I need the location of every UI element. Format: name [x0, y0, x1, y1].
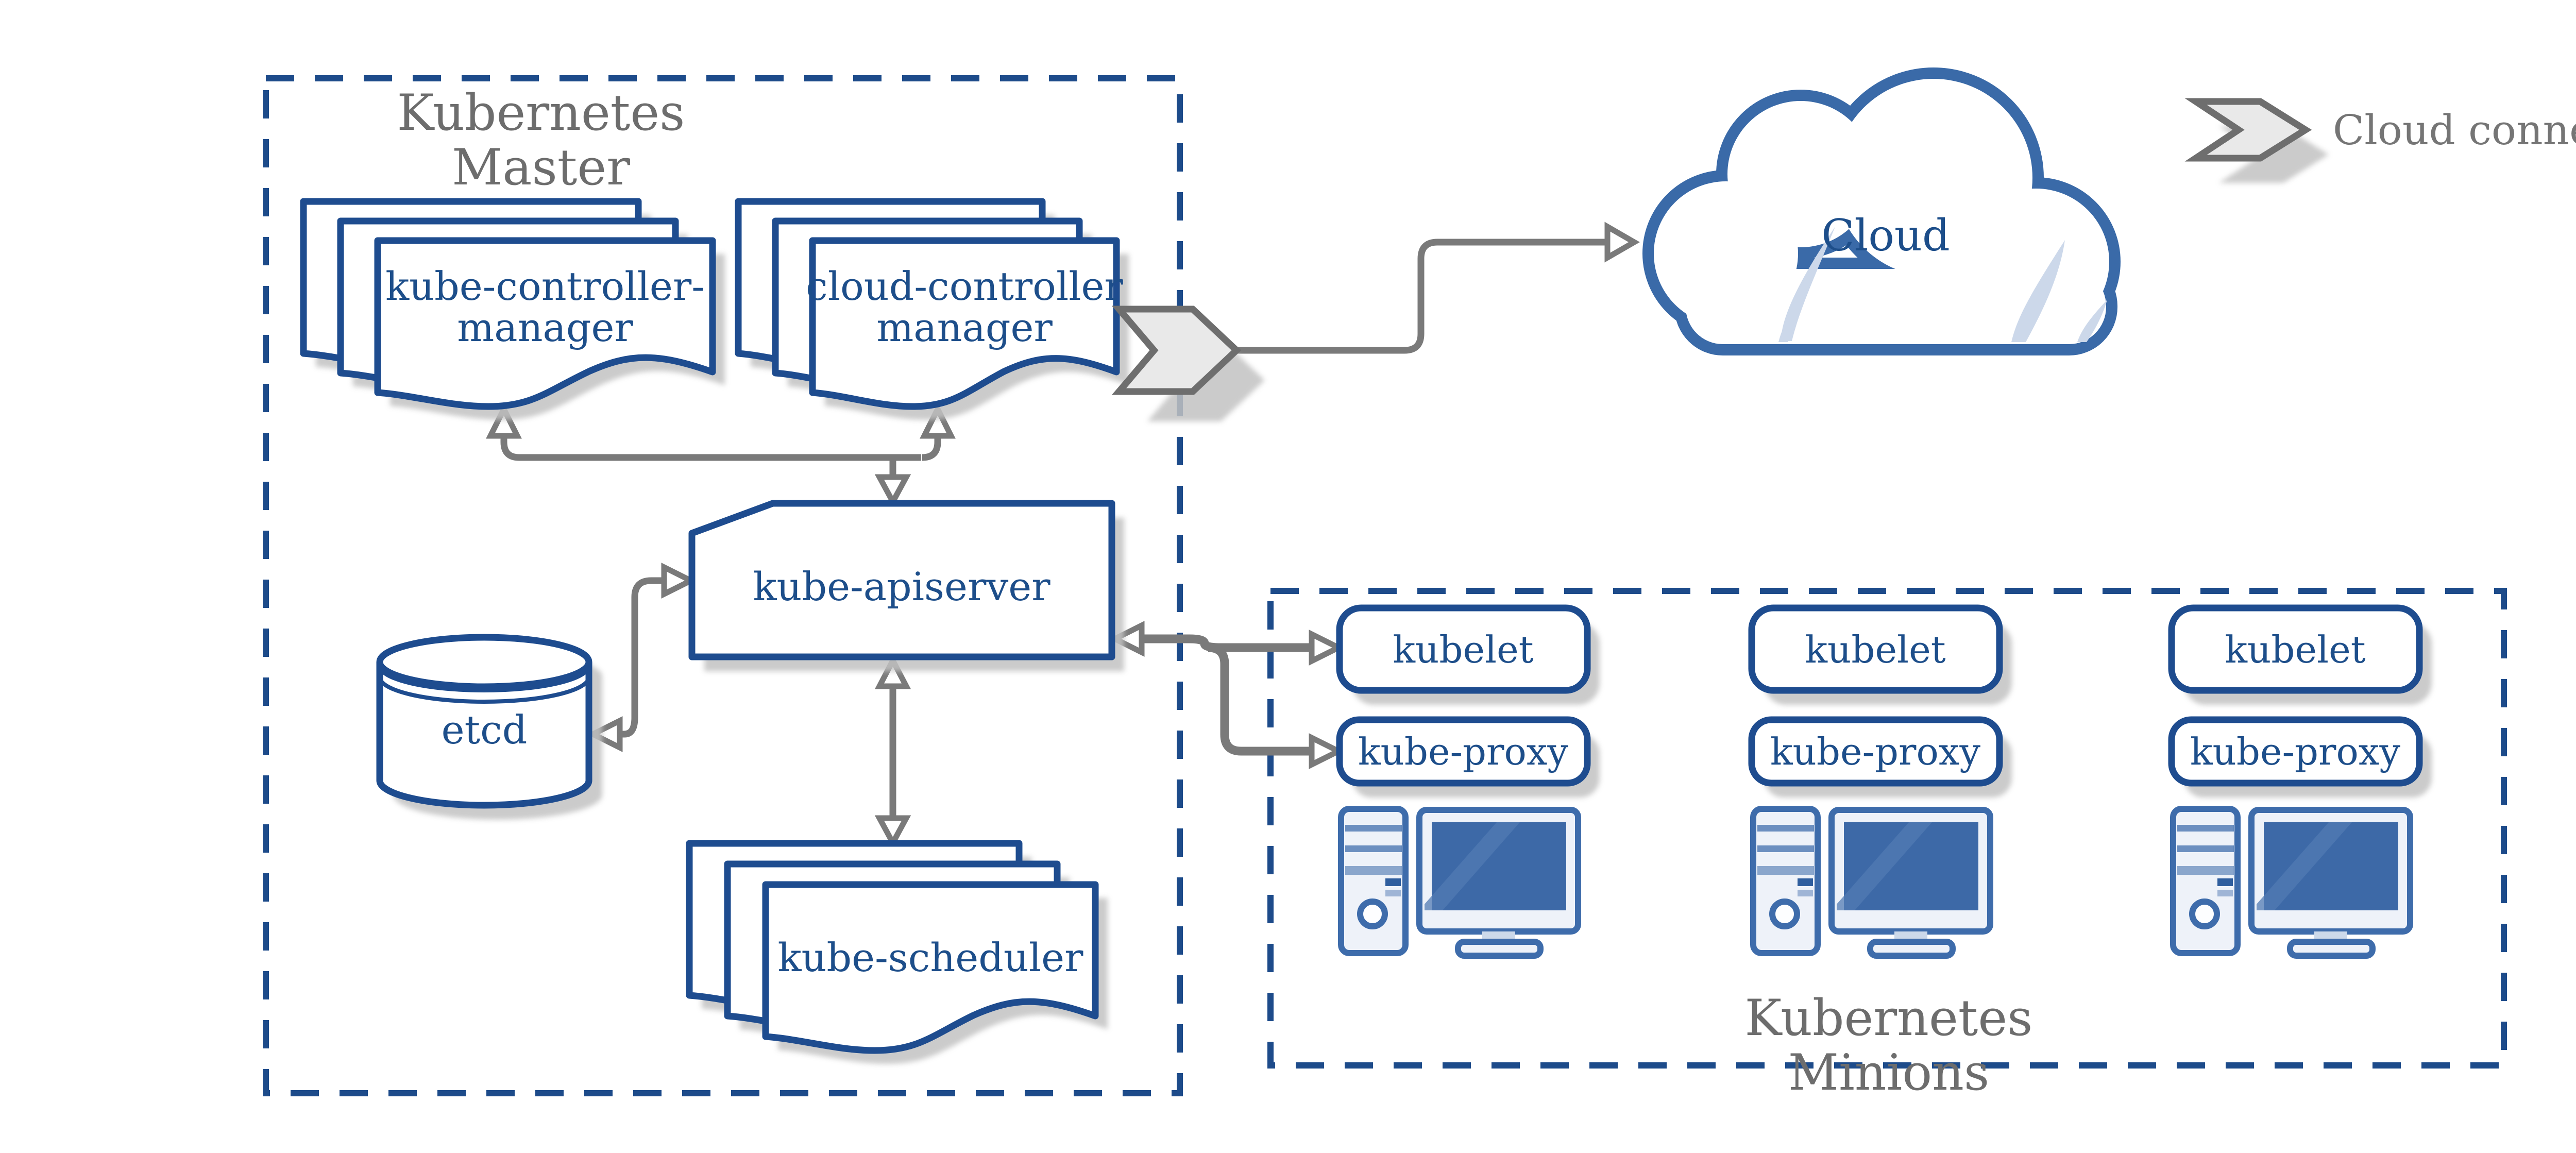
minions-dashed-border [1267, 588, 2507, 1069]
etcd-label: etcd [442, 707, 528, 753]
node-column-2: kubelet kube-proxy [1748, 604, 2012, 956]
kube-proxy-box-3 [2168, 716, 2423, 787]
cloud-connector-chevron [1111, 306, 1265, 421]
kubernetes-minions-group [1267, 588, 2507, 1069]
node-column-3: kubelet kube-proxy [2168, 604, 2432, 956]
arrowhead-down-apiserver [874, 474, 911, 508]
cloud-connector-line [1236, 222, 1640, 354]
arrowhead-up-cloud-controller-manager [920, 402, 956, 439]
kubelet-box-2 [1748, 604, 2003, 694]
arrowhead-up-kube-controller-manager [486, 402, 522, 439]
arrowhead-right-cloud [1604, 222, 1640, 263]
minions-label-line1: Kubernetes [1745, 989, 2033, 1047]
kubernetes-master-group: Kubernetes Master [263, 75, 1183, 1096]
kubelet-box-3 [2168, 604, 2423, 694]
cloud-label: Cloud [1821, 210, 1950, 261]
kube-proxy-box-2 [1748, 716, 2003, 787]
kube-apiserver-box: kube-apiserver [688, 500, 1124, 671]
arrowhead-left-etcd [586, 716, 623, 752]
kubelet-label-1: kubelet [1393, 628, 1533, 671]
computer-icon [1753, 809, 1990, 956]
arrowhead-right-kube-proxy [1309, 733, 1345, 769]
arrowhead-down-scheduler [874, 815, 911, 849]
kube-proxy-label-3: kube-proxy [2190, 730, 2400, 773]
apiserver-nodes-connector [1108, 621, 1345, 769]
kubelet-label-2: kubelet [1805, 628, 1945, 671]
arrowhead-right-apiserver [661, 563, 698, 599]
master-dashed-border [263, 75, 1183, 1096]
kube-proxy-label-2: kube-proxy [1770, 730, 1980, 773]
computer-icon [2173, 809, 2410, 956]
kube-controller-manager-stack: kube-controller- manager [303, 201, 725, 420]
computer-icon [1341, 809, 1578, 956]
cloud-controller-manager-stack: cloud-controller manager [738, 201, 1129, 420]
master-label-line2: Master [452, 139, 630, 196]
cloud-shape: Cloud [1642, 67, 2121, 355]
minions-label-line2: Minions [1788, 1044, 1989, 1101]
arrowhead-left-apiserver-right [1108, 621, 1145, 657]
kubelet-label-3: kubelet [2225, 628, 2365, 671]
legend: Cloud connector [2184, 98, 2576, 183]
etcd-apiserver-connector [586, 563, 698, 752]
kube-scheduler-stack: kube-scheduler [689, 843, 1108, 1064]
connectors [486, 222, 1640, 849]
chevron-icon [1111, 306, 1242, 395]
apiserver-scheduler-connector [874, 654, 911, 849]
arrowhead-right-kubelet [1309, 630, 1345, 666]
kube-apiserver-shape [688, 500, 1115, 660]
kube-proxy-label-1: kube-proxy [1358, 730, 1568, 773]
node-column-1: kubelet kube-proxy [1336, 604, 1600, 956]
legend-label: Cloud connector [2333, 106, 2576, 154]
kubelet-box-1 [1336, 604, 1591, 694]
cloud-controller-manager-label-line2: manager [876, 304, 1053, 350]
cloud-controller-manager-label-line1: cloud-controller [806, 263, 1123, 309]
legend-chevron-icon [2184, 98, 2312, 162]
controllers-apiserver-connector [486, 402, 956, 508]
kube-apiserver-label: kube-apiserver [753, 564, 1050, 609]
kube-controller-manager-label-line1: kube-controller- [385, 263, 705, 309]
etcd-cylinder: etcd [376, 634, 602, 820]
kube-controller-manager-label-line2: manager [457, 304, 633, 350]
master-label-line1: Kubernetes [397, 84, 685, 142]
kube-scheduler-label: kube-scheduler [777, 935, 1083, 980]
arrowhead-up-apiserver-bottom [874, 654, 911, 689]
minions-label: Kubernetes Minions [1745, 989, 2033, 1101]
kube-proxy-box-1 [1336, 716, 1591, 787]
